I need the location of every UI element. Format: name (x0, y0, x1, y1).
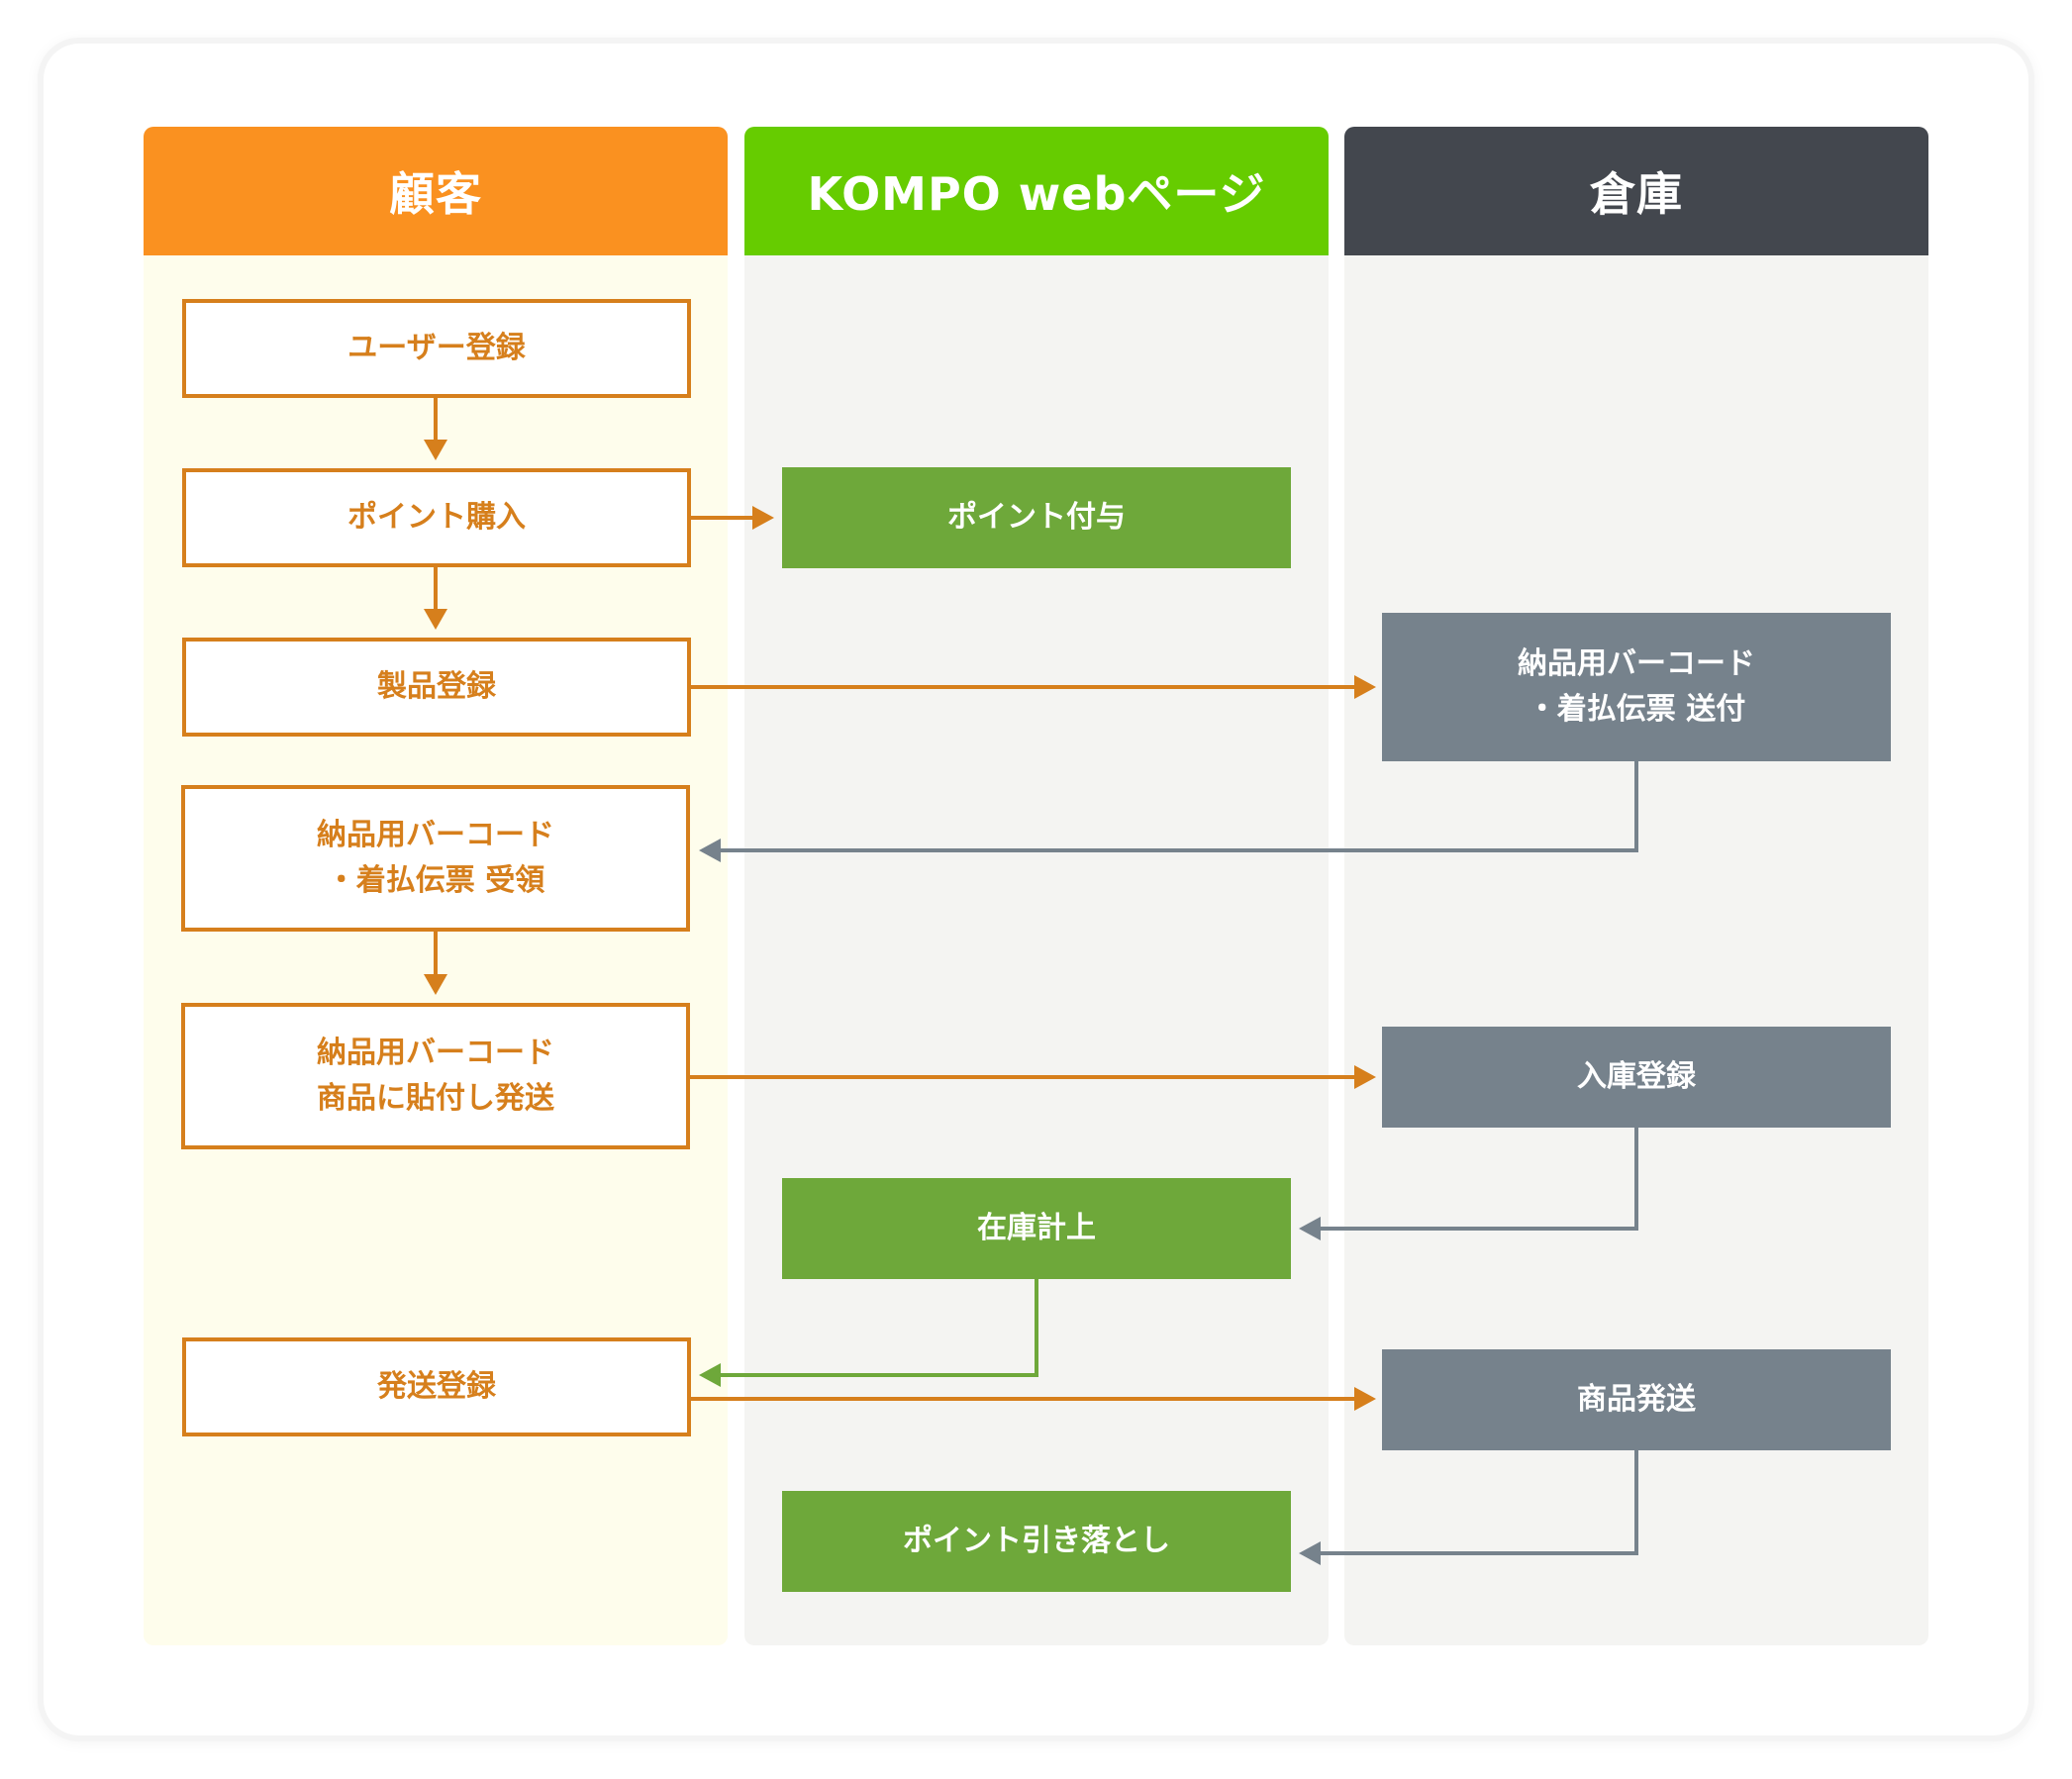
step-label: ポイント付与 (947, 500, 1126, 535)
lane-header-web: KOMPO webページ (744, 127, 1329, 255)
lane-header-warehouse: 倉庫 (1344, 127, 1928, 255)
step-label-line1: 納品用バーコード (317, 818, 554, 852)
step-label-line1: 納品用バーコード (317, 1036, 554, 1070)
step-product-shipping: 商品発送 (1382, 1349, 1891, 1450)
step-point-grant: ポイント付与 (782, 467, 1291, 568)
lane-web: KOMPO webページ (744, 127, 1329, 1645)
step-shipping-registration: 発送登録 (182, 1337, 691, 1436)
step-label: 発送登録 (377, 1369, 496, 1404)
step-attach-and-ship: 納品用バーコード 商品に貼付し発送 (181, 1003, 690, 1149)
step-label: ポイント引き落とし (903, 1524, 1170, 1558)
lane-header-customer: 顧客 (144, 127, 728, 255)
step-label: 商品発送 (1577, 1382, 1696, 1417)
step-label: ポイント購入 (347, 500, 526, 535)
step-receive-barcode: 納品用バーコード ・着払伝票 受領 (181, 785, 690, 932)
step-label: ユーザー登録 (347, 331, 526, 365)
step-send-barcode: 納品用バーコード ・着払伝票 送付 (1382, 613, 1891, 761)
step-label: 製品登録 (377, 669, 496, 704)
step-user-registration: ユーザー登録 (182, 299, 691, 398)
lane-body-web (744, 255, 1329, 1645)
step-label-line2: 商品に貼付し発送 (317, 1081, 554, 1116)
step-inventory-booking: 在庫計上 (782, 1178, 1291, 1279)
step-point-deduction: ポイント引き落とし (782, 1491, 1291, 1592)
step-label-line1: 納品用バーコード (1518, 646, 1755, 681)
step-receiving-registration: 入庫登録 (1382, 1027, 1891, 1128)
step-point-purchase: ポイント購入 (182, 468, 691, 567)
step-label: 入庫登録 (1577, 1059, 1696, 1094)
step-label-line2: ・着払伝票 送付 (1527, 692, 1746, 727)
step-product-registration: 製品登録 (182, 638, 691, 737)
step-label: 在庫計上 (977, 1211, 1096, 1245)
lane-body-customer (144, 255, 728, 1645)
step-label-line2: ・着払伝票 受領 (326, 863, 545, 898)
